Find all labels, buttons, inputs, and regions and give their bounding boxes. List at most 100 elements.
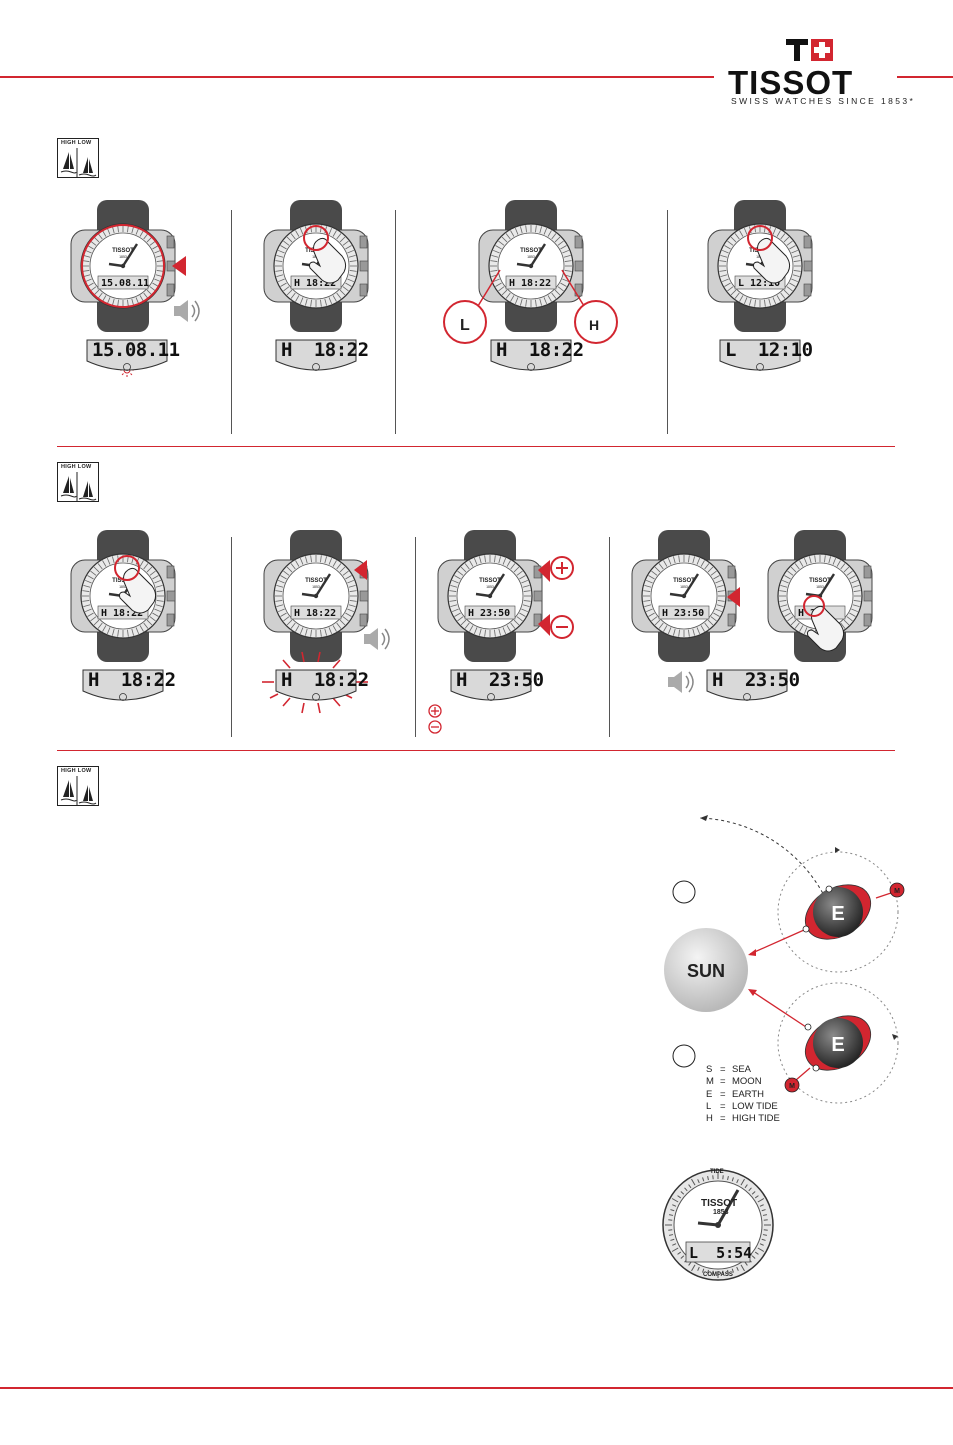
watch-lcd: H 18:22 (509, 278, 551, 289)
legend-row: L=LOW TIDE (706, 1100, 778, 1112)
diagram-legend: S=SEA M=MOON E=EARTH L=LOW TIDE H=HIGH T… (706, 1064, 780, 1125)
crown-arrow-icon (172, 256, 186, 276)
step-divider (231, 537, 232, 737)
lcd-readout: L 12:10 (719, 339, 813, 375)
speaker-icon (174, 300, 200, 322)
sun-label: SUN (687, 961, 725, 981)
speaker-icon (668, 671, 694, 693)
lcd-readout: 15.08.11 (86, 339, 180, 375)
tide-watch-face (662, 1169, 774, 1281)
minus-circle-icon (550, 615, 574, 639)
watch-brand: TISSOT (112, 248, 134, 254)
lcd-readout: H 23:50 (450, 669, 544, 705)
watch-year: 1853 (312, 585, 320, 589)
step-divider (609, 537, 610, 737)
step-divider (667, 210, 668, 434)
step-divider (395, 210, 396, 434)
diagram-marker-b (672, 1044, 696, 1068)
lcd-text: H 18:22 (496, 339, 584, 361)
watch-brand: TISSOT (520, 248, 542, 254)
earth-top (813, 887, 863, 937)
moon-label: M (789, 1083, 795, 1090)
header-rule-left (0, 76, 714, 78)
watch-year: 1853 (486, 585, 494, 589)
section-divider (57, 446, 895, 447)
earth-label: E (831, 903, 844, 925)
watch-brand: TISSOT (673, 578, 695, 584)
watch-lcd: H 23:50 (662, 608, 704, 619)
crown-arrow-icon (538, 614, 550, 636)
lcd-text: H 23:50 (712, 669, 800, 691)
watch-lcd: L 12:10 (738, 278, 780, 289)
touch-highlight-ring (114, 555, 140, 581)
bottom-watch-ring-top: TIDE (710, 1169, 724, 1175)
header-rule-right (897, 76, 953, 78)
lcd-readout: H 18:22 (275, 339, 369, 375)
tissot-logo-icon (786, 39, 833, 61)
lcd-text: H 23:50 (456, 669, 544, 691)
watch-brand: TISSOT (809, 578, 831, 584)
tide-sailboat-icon: HIGH LOW (57, 138, 99, 178)
crown-arrow-icon (354, 560, 367, 580)
moon-label: M (894, 888, 900, 895)
speaker-icon (364, 628, 390, 650)
lcd-text: L 12:10 (725, 339, 813, 361)
earth-label: E (831, 1034, 844, 1056)
watch-lcd: 15.08.11 (101, 278, 149, 289)
watch-year: 1853 (119, 585, 127, 589)
touch-highlight-ring (747, 225, 773, 251)
section-divider (57, 750, 895, 751)
finger-touch-icon (807, 605, 845, 652)
lcd-text: H 18:22 (281, 669, 369, 691)
tide-sailboat-icon: HIGH LOW (57, 766, 99, 806)
legend-row: E=EARTH (706, 1088, 765, 1100)
lcd-text: H 18:22 (88, 669, 176, 691)
watch-brand: TISSOT (479, 578, 501, 584)
watch-lcd: H 18:22 (294, 608, 336, 619)
bottom-watch-lcd: L 5:54 (689, 1244, 753, 1262)
diagram-marker-a (672, 880, 696, 904)
zoom-circle-left (443, 300, 487, 344)
step-divider (231, 210, 232, 434)
earth-bottom (813, 1018, 863, 1068)
crown-arrow-icon (727, 587, 740, 607)
crown-arrow-icon (538, 560, 550, 582)
watch-lcd: H 18:22 (294, 278, 336, 289)
zoom-label-right: H (589, 317, 599, 333)
tide-sailboat-icon: HIGH LOW (57, 462, 99, 502)
watch-lcd: H 23:50 (468, 608, 510, 619)
moon-top (889, 882, 905, 898)
bottom-watch-ring-bottom: COMPASS (703, 1272, 733, 1278)
lcd-readout: H 18:22 (490, 339, 584, 375)
lcd-readout: H 23:50 (706, 669, 800, 705)
lcd-text: 15.08.11 (92, 339, 180, 361)
watch-lcd: H 23 (798, 608, 822, 619)
step-divider (415, 537, 416, 737)
brand-name: TISSOT (728, 64, 854, 101)
legend-row: H=HIGH TIDE (706, 1113, 780, 1125)
watch-lcd: H 18:22 (101, 608, 143, 619)
lcd-readout: H 18:22 (82, 669, 176, 705)
zoom-label-left: L (460, 317, 470, 334)
watch-year: 1853 (680, 585, 688, 589)
watch-year: 1853 (119, 255, 127, 259)
sun (664, 928, 748, 1012)
tide-diagram: E E SUN M M (664, 815, 905, 1104)
lcd-readout: H 18:22 (275, 669, 369, 705)
bezel-highlight-ring (81, 224, 165, 308)
plus-circle-icon (550, 556, 574, 580)
footer-rule (0, 1387, 953, 1389)
brand-tagline: SWISS WATCHES SINCE 1853* (731, 96, 916, 106)
moon-bottom (784, 1077, 800, 1093)
plus-circle-small-icon (428, 704, 442, 718)
watch-brand: TISSOT (305, 578, 327, 584)
zoom-circle-right (574, 300, 618, 344)
